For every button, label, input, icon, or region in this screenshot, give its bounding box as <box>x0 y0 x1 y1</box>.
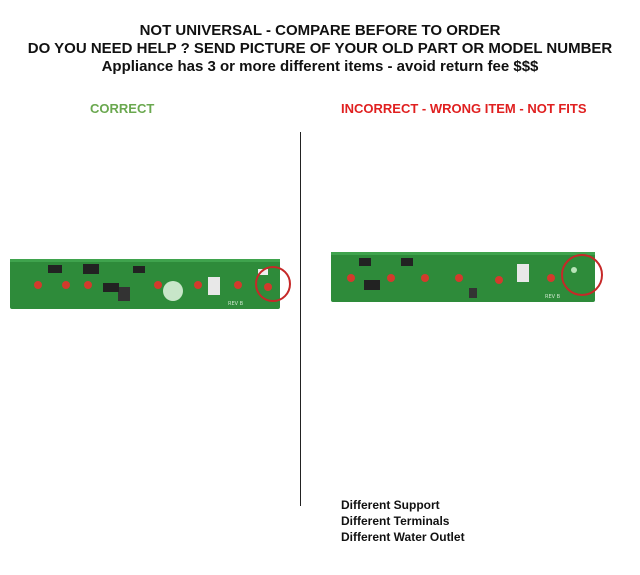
difference-item: Different Terminals <box>341 514 450 528</box>
board-rev-right: REV B <box>545 294 561 300</box>
headline-1: NOT UNIVERSAL - COMPARE BEFORE TO ORDER <box>139 22 501 39</box>
correct-label: CORRECT <box>90 101 155 116</box>
divider-line <box>300 132 301 506</box>
headline-3: Appliance has 3 or more different items … <box>101 58 539 75</box>
differences-list: Different Support Different Terminals Di… <box>341 497 465 545</box>
incorrect-board-image: REV B <box>331 252 603 302</box>
difference-item: Different Water Outlet <box>341 530 465 544</box>
difference-item: Different Support <box>341 498 440 512</box>
highlight-circle-right <box>561 254 603 296</box>
board-rev-left: REV B <box>228 301 244 307</box>
incorrect-label: INCORRECT - WRONG ITEM - NOT FITS <box>341 101 587 116</box>
headline-2: DO YOU NEED HELP ? SEND PICTURE OF YOUR … <box>27 40 613 57</box>
highlight-circle-left <box>255 266 291 302</box>
correct-board-image: REV B <box>10 259 291 309</box>
